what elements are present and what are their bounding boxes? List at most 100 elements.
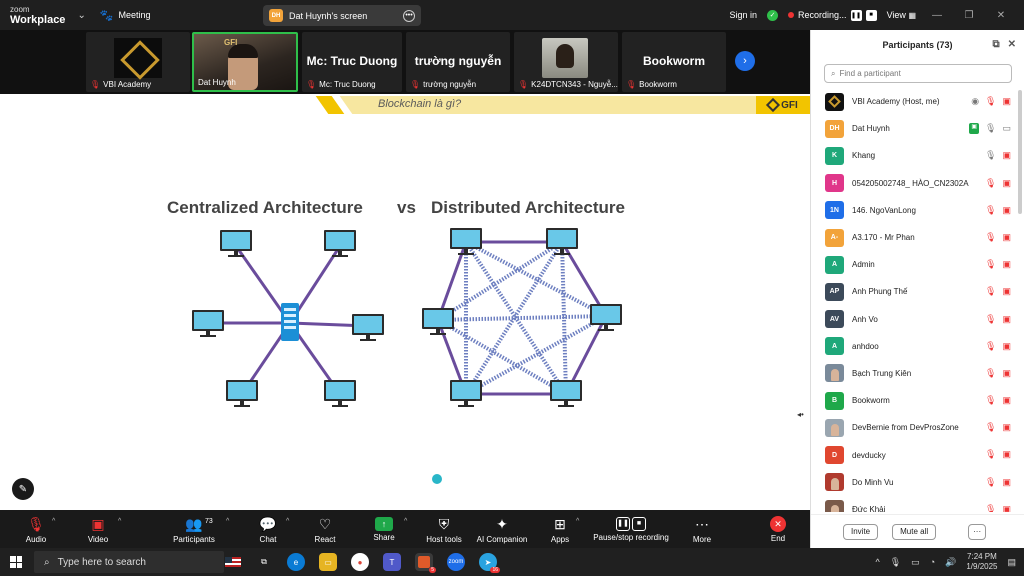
notifications-icon[interactable]: ▤ xyxy=(1007,556,1016,567)
sign-in-link[interactable]: Sign in xyxy=(729,10,758,20)
participant-search[interactable]: ⌕ Find a participant xyxy=(824,64,1012,83)
close-icon[interactable]: ✕ xyxy=(996,9,1006,21)
mic-icon[interactable]: 🎙 xyxy=(985,150,997,161)
video-off-icon[interactable]: ▣ xyxy=(1002,177,1011,188)
video-button[interactable]: ▣ Video xyxy=(84,515,112,544)
video-tile-active-speaker[interactable]: GFI Dat Huynh xyxy=(192,32,298,92)
video-off-icon[interactable]: ▣ xyxy=(1002,503,1011,512)
mic-icon[interactable]: 🎙 xyxy=(985,123,997,134)
video-off-icon[interactable]: ▣ xyxy=(1002,259,1011,270)
ai-companion-button[interactable]: ✦ AI Companion xyxy=(474,515,530,544)
participant-row[interactable]: A-A3.170 - Mr Phan🎙▣ xyxy=(811,224,1017,251)
clock[interactable]: 7:24 PM 1/9/2025 xyxy=(966,552,997,572)
video-tile[interactable]: trường nguyễn 🎙 trường nguyễn xyxy=(406,32,510,92)
teams-icon[interactable]: T xyxy=(383,553,401,571)
zoom-icon[interactable]: zoom xyxy=(447,553,465,571)
mic-off-icon[interactable]: 🎙 xyxy=(985,231,997,242)
apps-button[interactable]: ⊞ Apps xyxy=(548,515,572,544)
network-icon[interactable]: ◔ xyxy=(929,557,936,567)
mic-off-icon[interactable]: 🎙 xyxy=(985,449,997,460)
pop-out-icon[interactable]: ⧉ xyxy=(992,39,1000,50)
mic-off-icon[interactable]: 🎙 xyxy=(985,340,997,351)
mic-off-icon[interactable]: 🎙 xyxy=(985,395,997,406)
video-off-icon[interactable]: ▣ xyxy=(1002,231,1011,242)
video-off-icon[interactable]: ▣ xyxy=(1002,340,1011,351)
mic-off-icon[interactable]: 🎙 xyxy=(985,476,997,487)
chat-button[interactable]: 💬 Chat xyxy=(256,515,280,544)
video-off-icon[interactable]: ▣ xyxy=(1002,476,1011,487)
video-tile[interactable]: Bookworm 🎙 Bookworm xyxy=(622,32,726,92)
participant-row[interactable]: DevBernie from DevProsZone🎙▣ xyxy=(811,414,1017,441)
chevron-up-icon[interactable]: ^ xyxy=(875,557,880,567)
chevron-down-icon[interactable]: ⌄ xyxy=(77,9,86,21)
microphone-icon[interactable]: 🎙 xyxy=(889,556,902,567)
stop-icon[interactable]: ■ xyxy=(865,9,877,21)
participant-row[interactable]: Do Minh Vu🎙▣ xyxy=(811,469,1017,496)
task-view-icon[interactable]: ⧉ xyxy=(261,557,267,566)
recording-indicator[interactable]: Recording... ❚❚ ■ xyxy=(788,9,877,21)
telegram-icon[interactable]: ➤16 xyxy=(479,553,500,573)
mic-off-icon[interactable]: 🎙 xyxy=(985,503,997,512)
panel-scrollbar[interactable] xyxy=(1018,90,1022,214)
more-options-button[interactable]: ··· xyxy=(968,523,987,540)
chevron-right-icon[interactable]: › xyxy=(735,51,755,71)
video-off-icon[interactable]: ▣ xyxy=(1002,449,1011,460)
participant-row[interactable]: VBI Academy (Host, me)◉🎙▣ xyxy=(811,88,1017,115)
video-tile[interactable]: 🎙 VBI Academy xyxy=(86,32,190,92)
chrome-icon[interactable]: ● xyxy=(351,553,369,571)
chevron-up-icon[interactable]: ^ xyxy=(404,518,408,525)
maximize-icon[interactable]: ❐ xyxy=(964,9,974,21)
video-off-icon[interactable]: ▣ xyxy=(1002,204,1011,215)
chevron-up-icon[interactable]: ^ xyxy=(118,518,122,525)
minimize-icon[interactable]: — xyxy=(932,9,942,21)
chevron-up-icon[interactable]: ^ xyxy=(576,518,580,525)
video-off-icon[interactable]: ▣ xyxy=(1002,286,1011,297)
mic-off-icon[interactable]: 🎙 xyxy=(985,177,997,188)
participant-row[interactable]: Đức Khải🎙▣ xyxy=(811,496,1017,512)
mic-off-icon[interactable]: 🎙 xyxy=(985,259,997,270)
host-tools-button[interactable]: ⛨ Host tools xyxy=(424,515,464,544)
mic-off-icon[interactable]: 🎙 xyxy=(985,204,997,215)
mic-off-icon[interactable]: 🎙 xyxy=(985,96,997,106)
view-button[interactable]: View ▦ xyxy=(886,10,916,20)
volume-icon[interactable]: 🔊 xyxy=(945,556,957,567)
chevron-up-icon[interactable]: ^ xyxy=(226,518,230,525)
end-button[interactable]: ✕ End xyxy=(766,515,790,543)
battery-icon[interactable]: ▭ xyxy=(911,556,920,567)
windows-start-icon[interactable] xyxy=(10,556,22,568)
chevron-up-icon[interactable]: ^ xyxy=(286,518,290,525)
mic-off-icon[interactable]: 🎙 xyxy=(985,367,997,378)
audio-button[interactable]: 🎙 Audio xyxy=(22,515,50,544)
shield-icon[interactable]: ✓ xyxy=(767,9,779,21)
more-icon[interactable]: ••• xyxy=(403,9,415,22)
video-off-icon[interactable]: ▣ xyxy=(1002,395,1011,406)
close-icon[interactable]: ✕ xyxy=(1007,39,1016,50)
video-off-icon[interactable]: ▣ xyxy=(1002,150,1011,161)
meeting-menu[interactable]: 🐾 Meeting xyxy=(100,9,151,22)
pause-stop-recording-button[interactable]: ❚❚ ■ Pause/stop recording xyxy=(590,515,672,542)
react-button[interactable]: ♡ React xyxy=(312,515,338,544)
video-on-icon[interactable]: ▭ xyxy=(1002,123,1011,134)
taskbar-search[interactable]: ⌕ Type here to search xyxy=(34,551,224,573)
more-button[interactable]: ⋯ More xyxy=(690,515,714,544)
mic-off-icon[interactable]: 🎙 xyxy=(985,422,997,433)
video-tile[interactable]: 🎙 K24DTCN343 - Nguyễ... xyxy=(514,32,618,92)
participants-button[interactable]: 👥 Participants xyxy=(170,515,218,544)
video-off-icon[interactable]: ▣ xyxy=(1002,313,1011,324)
share-button[interactable]: ↑ Share xyxy=(370,515,398,542)
active-app-icon[interactable]: 5 xyxy=(415,553,436,573)
annotate-pen-icon[interactable]: ✎ xyxy=(12,478,34,500)
edge-icon[interactable]: e xyxy=(287,553,305,571)
video-off-icon[interactable]: ▣ xyxy=(1002,96,1011,106)
participant-row[interactable]: Bạch Trung Kiên🎙▣ xyxy=(811,360,1017,387)
video-off-icon[interactable]: ▣ xyxy=(1002,422,1011,433)
